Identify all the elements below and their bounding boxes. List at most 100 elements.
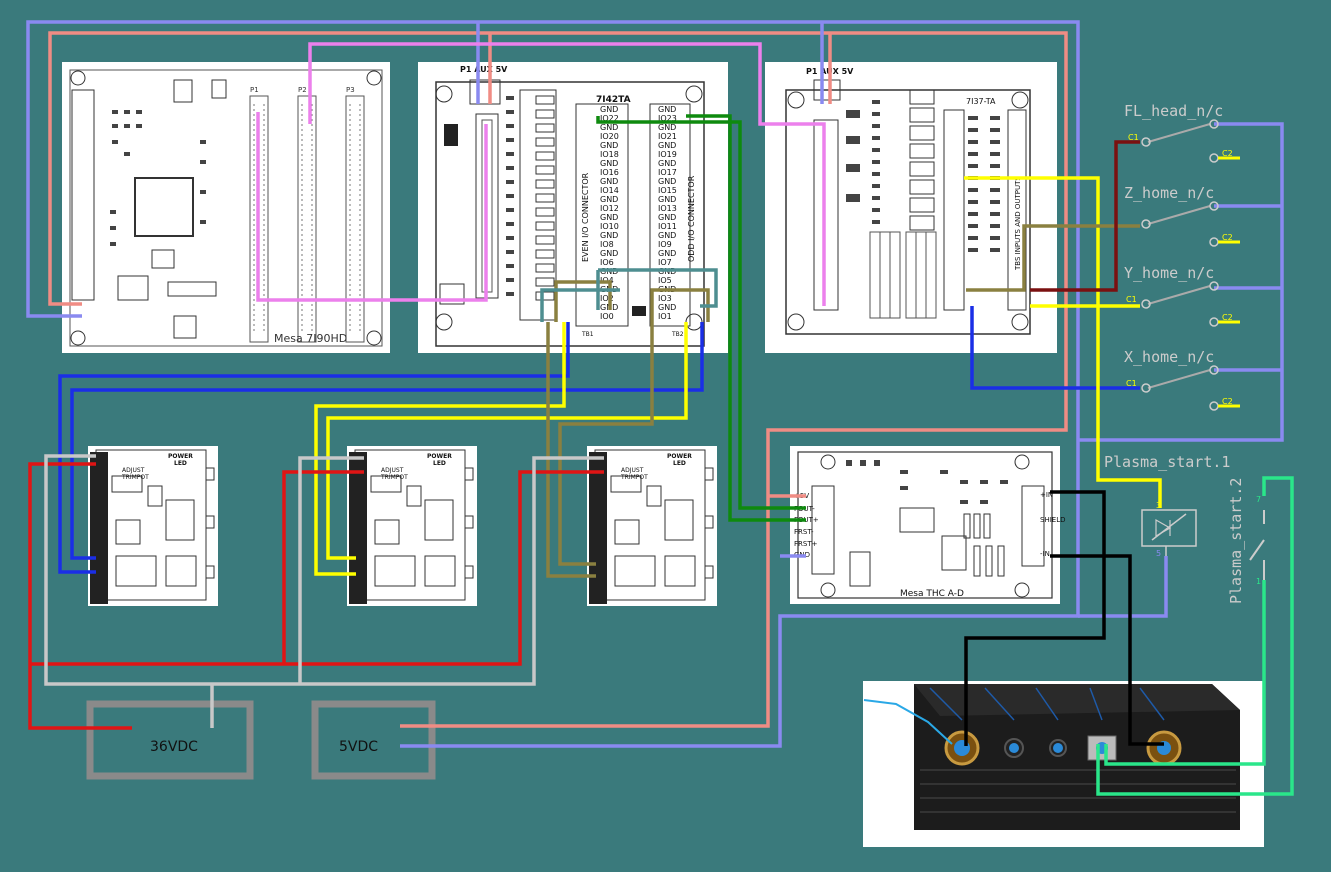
wire-cyan — [863, 699, 953, 745]
board-7i90hd: P1 P2 P3 Mesa 7I90HD — [62, 62, 390, 353]
switch-z-home: Z_home_n/c C2 — [1124, 184, 1240, 247]
even-pin-13: IO10 — [600, 222, 619, 231]
p2-label: P2 — [298, 86, 307, 94]
switch-x-home-label: X_home_n/c — [1124, 348, 1214, 366]
even-pin-15: IO8 — [600, 240, 614, 249]
wire-teal — [540, 268, 718, 322]
odd-pin-5: IO19 — [658, 150, 677, 159]
even-pin-4: GND — [600, 141, 618, 150]
odd-pin-22: GND — [658, 303, 676, 312]
driver-3-adjust: ADJUST — [621, 467, 644, 474]
even-pin-2: GND — [600, 123, 618, 132]
odd-pin-21: IO3 — [658, 294, 672, 303]
odd-pin-16: GND — [658, 249, 676, 258]
even-pin-6: GND — [600, 159, 618, 168]
wire-gnd-lavender — [26, 20, 1284, 748]
odd-pin-12: GND — [658, 213, 676, 222]
odd-pin-17: IO7 — [658, 258, 672, 267]
tbs-label: TBS INPUTS AND OUTPUTS — [1014, 176, 1022, 271]
switch-x-home: X_home_n/c C1 C2 — [1124, 348, 1240, 411]
odd-pin-23: IO1 — [658, 312, 672, 321]
stepper-driver-3: POWER LED ADJUST TRIMPOT — [587, 446, 717, 606]
wire-y-axis-yellow — [314, 176, 1162, 576]
even-pin-7: IO16 — [600, 168, 619, 177]
even-pin-8: GND — [600, 177, 618, 186]
wire-fout-green — [596, 114, 806, 522]
switch-z-home-c2: C2 — [1222, 233, 1233, 242]
even-pin-0: GND — [600, 105, 618, 114]
even-pin-5: IO18 — [600, 150, 619, 159]
odd-pin-8: GND — [658, 177, 676, 186]
thc-pin-fout-plus: FOUT+ — [794, 516, 819, 524]
tb2-label: TB2 — [671, 331, 684, 338]
wire-ribbon-pink — [256, 42, 826, 306]
odd-pin-9: IO15 — [658, 186, 677, 195]
limit-switches: FL_head_n/c C1 C2 Z_home_n/c C2 Y_home_n… — [1124, 102, 1240, 411]
board-7i42ta: P1 AUX 5V 7I42TA EVEN I/O CONNECTOR ODD … — [418, 62, 728, 353]
board-7i37ta: P1 AUX 5V 7I37-TA TBS INPUTS AND OUTPUTS — [765, 62, 1057, 353]
even-pin-17: IO6 — [600, 258, 614, 267]
driver-1-led: LED — [174, 460, 187, 467]
switch-fl-head: FL_head_n/c C1 C2 — [1124, 102, 1240, 163]
odd-pin-7: IO17 — [658, 168, 677, 177]
wire-contact-green — [1096, 476, 1294, 796]
board-logo-7i42ta: 7I42TA — [596, 95, 631, 105]
board-logo-thc: Mesa THC A-D — [900, 589, 964, 599]
relay-pin-5: 5 — [1156, 549, 1161, 558]
wire-36v-red — [28, 462, 604, 730]
switch-fl-head-c1: C1 — [1128, 133, 1139, 142]
switch-y-home-c1: C1 — [1126, 295, 1137, 304]
odd-pin-2: GND — [658, 123, 676, 132]
stepper-driver-2: POWER LED ADJUST TRIMPOT — [347, 446, 477, 606]
thc-pin-plus-in: +IN — [1040, 491, 1053, 499]
driver-2-trimpot: TRIMPOT — [380, 474, 408, 481]
even-pin-16: GND — [600, 249, 618, 258]
odd-pin-14: GND — [658, 231, 676, 240]
switch-x-home-c2: C2 — [1222, 397, 1233, 406]
driver-2-led: LED — [433, 460, 446, 467]
p1-label: P1 — [250, 86, 259, 94]
stepper-driver-1: POWER LED ADJUST TRIMPOT — [88, 446, 218, 606]
switch-y-home: Y_home_n/c C1 C2 — [1124, 264, 1240, 327]
driver-1-power: POWER — [168, 453, 193, 460]
odd-pin-0: GND — [658, 105, 676, 114]
wire-gnd-grey — [44, 454, 604, 728]
even-pin-3: IO20 — [600, 132, 619, 141]
wire-z-axis-olive — [546, 224, 1140, 578]
even-pin-1: IO22 — [600, 114, 619, 123]
board-thc: +5V FOUT- FOUT+ FRST- FRST+ GND +IN SHIE… — [790, 446, 1065, 604]
wire-5v-salmon — [48, 31, 1068, 728]
odd-pin-19: IO5 — [658, 276, 672, 285]
even-pin-12: GND — [600, 213, 618, 222]
even-pin-11: IO12 — [600, 204, 619, 213]
even-pin-14: GND — [600, 231, 618, 240]
thc-pin-shield: SHIELD — [1040, 516, 1065, 524]
driver-2-power: POWER — [427, 453, 452, 460]
switch-y-home-c2: C2 — [1222, 313, 1233, 322]
even-pin-23: IO0 — [600, 312, 614, 321]
odd-pin-13: IO11 — [658, 222, 677, 231]
odd-pin-11: IO13 — [658, 204, 677, 213]
odd-pin-10: GND — [658, 195, 676, 204]
wire-x-axis-blue — [58, 306, 1140, 574]
relay-pin-3: 3 — [1156, 501, 1161, 510]
relay-contact-pin-1: 1 — [1256, 577, 1261, 586]
psu-36vdc-label: 36VDC — [150, 739, 198, 755]
wires — [26, 20, 1294, 796]
even-pin-21: IO2 — [600, 294, 614, 303]
driver-3-trimpot: TRIMPOT — [620, 474, 648, 481]
board-title-7i37ta: 7I37-TA — [966, 97, 996, 106]
odd-pin-3: IO21 — [658, 132, 677, 141]
driver-1-trimpot: TRIMPOT — [121, 474, 149, 481]
switch-fl-head-c2: C2 — [1222, 149, 1233, 158]
switch-x-home-c1: C1 — [1126, 379, 1137, 388]
wire-thc-black — [964, 490, 1164, 746]
odd-pin-15: IO9 — [658, 240, 672, 249]
relay-contact-pin-7: 7 — [1256, 495, 1261, 504]
relay-contact-plasma-start-2: Plasma_start.2 7 1 — [1227, 478, 1265, 604]
relay-plasma-start-1: Plasma_start.1 3 5 — [1104, 453, 1230, 558]
driver-2-adjust: ADJUST — [381, 467, 404, 474]
odd-pin-1: IO23 — [658, 114, 677, 123]
